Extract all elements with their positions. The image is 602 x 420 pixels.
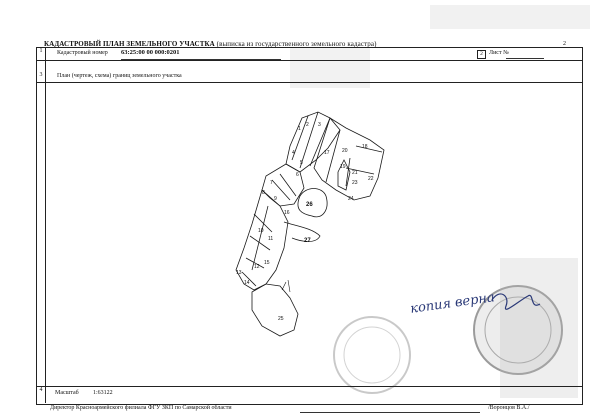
parcel-label: 12	[254, 264, 260, 270]
footer-signatory: Директор Красноармейского филиала ФГУ ЗК…	[50, 405, 232, 411]
parcel-label: 18	[362, 144, 368, 150]
signature-line	[300, 412, 480, 413]
parcel-label: 19	[340, 164, 346, 170]
row-number: 4	[37, 387, 46, 403]
parcel-label: 17	[324, 150, 330, 156]
parcel-label: 21	[352, 170, 358, 176]
title-main: КАДАСТРОВЫЙ ПЛАН ЗЕМЕЛЬНОГО УЧАСТКА	[44, 40, 215, 48]
parcel-label: 10	[258, 228, 264, 234]
row-scale: 4 Масштаб 1:63122	[37, 386, 582, 403]
field-box-number: 2	[477, 50, 486, 59]
parcel-label: 13	[236, 270, 242, 276]
parcel-label: 7	[270, 180, 273, 186]
parcel-label: 24	[348, 196, 354, 202]
parcel-label: 23	[352, 180, 358, 186]
parcel-label: 1	[298, 126, 301, 132]
row-number: 1	[37, 48, 46, 60]
row-cadastral-number: 1 Кадастровый номер 63:25:00 00 000:0201…	[37, 48, 582, 61]
parcel-label: 22	[368, 176, 374, 182]
parcel-label: 2	[306, 122, 309, 128]
parcel-label: 14	[244, 280, 250, 286]
cadastral-number-label: Кадастровый номер	[57, 50, 108, 56]
parcel-label: 11	[268, 236, 273, 242]
document-title: КАДАСТРОВЫЙ ПЛАН ЗЕМЕЛЬНОГО УЧАСТКА (вып…	[44, 40, 377, 48]
parcel-26-shape	[297, 188, 328, 218]
parcel-label: 3	[318, 122, 321, 128]
row-number: 3	[37, 72, 46, 82]
cadastral-number-value: 63:25:00 00 000:0201	[121, 49, 180, 56]
parcel-label: 9	[274, 196, 277, 202]
cadastral-form: 1 Кадастровый номер 63:25:00 00 000:0201…	[36, 47, 583, 405]
parcel-label: 25	[278, 316, 284, 322]
footer-name: /Воронцов В.А./	[488, 405, 530, 411]
parcel-label: 20	[342, 148, 348, 154]
value-underline	[121, 59, 281, 60]
scale-value: 1:63122	[93, 390, 113, 396]
sheet-number-line	[506, 58, 544, 59]
scale-label: Масштаб	[55, 390, 79, 396]
parcel-outline	[285, 111, 341, 173]
parcel-outline	[313, 117, 385, 201]
parcel-outline	[251, 283, 299, 337]
parcel-label: 5	[300, 160, 303, 166]
parcel-label: 6	[296, 172, 299, 178]
plan-label: План (чертеж, схема) границ земельного у…	[57, 73, 182, 79]
sheet-label: Лист №	[489, 50, 509, 56]
parcel-27-shape	[283, 221, 321, 242]
row-number-divider	[45, 60, 46, 386]
parcel-label: 26	[306, 202, 313, 208]
title-subtitle: (выписка из государственного земельного …	[216, 40, 377, 48]
parcel-label: 15	[264, 260, 270, 266]
parcel-label: 16	[284, 210, 290, 216]
row-plan-header: 3 План (чертеж, схема) границ земельного…	[37, 72, 582, 83]
parcel-label: 4	[292, 150, 295, 156]
parcel-label: 8	[262, 190, 265, 196]
page-number: 2	[563, 41, 566, 47]
parcel-label: 27	[304, 238, 311, 244]
